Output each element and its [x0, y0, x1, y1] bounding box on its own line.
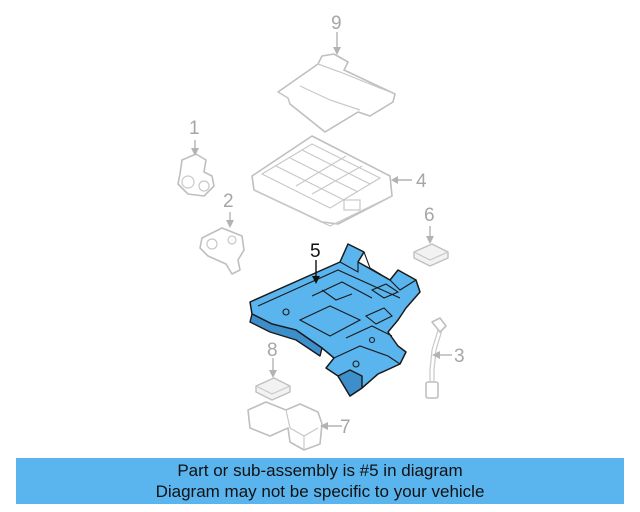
part-5-mounting-tray: 5 [249, 241, 421, 397]
part-6-pad: 6 [413, 205, 449, 267]
callout-9: 9 [331, 13, 342, 34]
banner-line-1: Part or sub-assembly is #5 in diagram [177, 461, 463, 480]
part-3-cable-sensor: 3 [425, 317, 465, 399]
banner-line-2: Diagram may not be specific to your vehi… [155, 482, 485, 501]
part-1-sensor: 1 [177, 118, 215, 197]
part-2-sensor: 2 [199, 191, 245, 275]
info-banner: Part or sub-assembly is #5 in diagram Di… [16, 458, 624, 504]
callout-1: 1 [189, 118, 200, 139]
callout-4: 4 [416, 171, 427, 192]
callout-2: 2 [223, 191, 234, 212]
callout-8: 8 [267, 340, 278, 361]
callout-7: 7 [340, 417, 351, 438]
callout-3: 3 [454, 346, 465, 367]
callout-6: 6 [424, 205, 435, 226]
part-9-cover: 9 [277, 13, 396, 133]
part-4-control-module: 4 [251, 135, 427, 227]
callout-5: 5 [310, 241, 321, 262]
part-8-pad: 8 [255, 340, 291, 401]
parts-diagram: 9 4 1 2 6 [177, 13, 465, 451]
part-7-bracket: 7 [247, 401, 351, 451]
